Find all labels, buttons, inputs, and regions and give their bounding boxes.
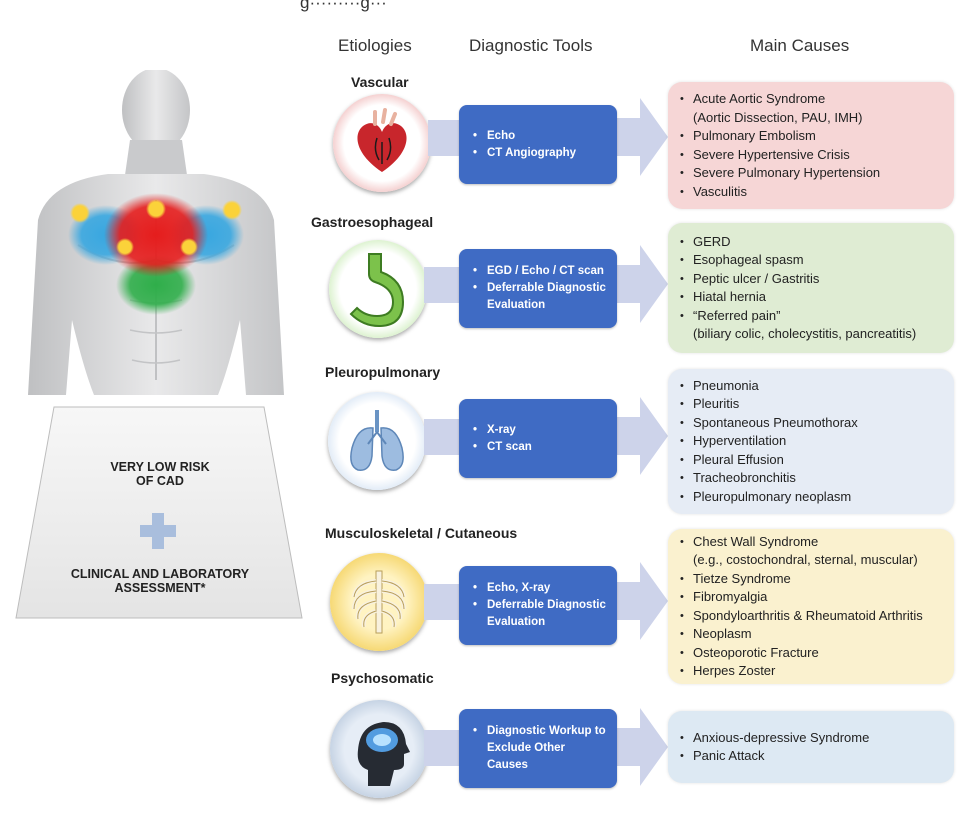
cause-item: Spontaneous Pneumothorax: [680, 414, 946, 433]
header-etiologies: Etiologies: [338, 36, 412, 55]
cause-item: Acute Aortic Syndrome: [680, 90, 946, 109]
tool-item: Diagnostic Workup to Exclude Other Cause…: [473, 723, 607, 774]
arrow-psycho-1: [424, 730, 464, 766]
head-brain-icon: [330, 700, 428, 798]
arrow-musculo-1: [424, 584, 464, 620]
causes-list: Chest Wall Syndrome(e.g., costochondral,…: [680, 533, 946, 681]
cause-item: Spondyloarthritis & Rheumatoid Arthritis: [680, 607, 946, 626]
risk-line-2: OF CAD: [136, 474, 184, 488]
arrow-musculo-2: [610, 562, 668, 640]
assessment-line-1: CLINICAL AND LABORATORY: [70, 567, 250, 581]
cause-item: Pulmonary Embolism: [680, 127, 946, 146]
header-main-causes: Main Causes: [750, 36, 850, 55]
tool-item: CT Angiography: [473, 145, 607, 162]
causes-list: Anxious-depressive SyndromePanic Attack: [680, 729, 946, 766]
cause-item: Herpes Zoster: [680, 662, 946, 681]
tool-item: Echo, X-ray: [473, 580, 607, 597]
cause-item: Osteoporotic Fracture: [680, 644, 946, 663]
section-musculo-title: Musculoskeletal / Cutaneous: [325, 525, 518, 541]
causes-musculo: Chest Wall Syndrome(e.g., costochondral,…: [668, 529, 954, 684]
causes-list: Acute Aortic Syndrome(Aortic Dissection,…: [680, 90, 946, 201]
cause-item: GERD: [680, 233, 946, 252]
tool-item: X-ray: [473, 422, 607, 439]
cause-detail: (e.g., costochondral, sternal, muscular): [693, 552, 918, 567]
arrow-psycho-2: [610, 708, 668, 786]
tool-item: CT scan: [473, 439, 607, 456]
cause-item: Panic Attack: [680, 747, 946, 766]
header-diagnostic-tools: Diagnostic Tools: [469, 36, 593, 55]
stomach-icon: [329, 240, 427, 338]
cause-item: Neoplasm: [680, 625, 946, 644]
cause-item: Peptic ulcer / Gastritis: [680, 270, 946, 289]
arrow-pleuro-1: [424, 419, 464, 455]
cause-item: “Referred pain”: [680, 307, 946, 326]
causes-gastro: GERDEsophageal spasmPeptic ulcer / Gastr…: [668, 223, 954, 353]
tool-item: Deferrable Diagnostic Evaluation: [473, 280, 607, 314]
cause-item: Esophageal spasm: [680, 251, 946, 270]
cause-item: Tietze Syndrome: [680, 570, 946, 589]
tool-item: Deferrable Diagnostic Evaluation: [473, 597, 607, 631]
tools-vascular: Echo CT Angiography: [459, 105, 617, 184]
cause-detail: (biliary colic, cholecystitis, pancreati…: [693, 326, 917, 341]
tools-pleuro: X-ray CT scan: [459, 399, 617, 478]
causes-list: PneumoniaPleuritisSpontaneous Pneumothor…: [680, 377, 946, 507]
tools-musculo: Echo, X-ray Deferrable Diagnostic Evalua…: [459, 566, 617, 645]
cause-item: Anxious-depressive Syndrome: [680, 729, 946, 748]
section-vascular-title: Vascular: [351, 74, 409, 90]
cause-item: Pleuropulmonary neoplasm: [680, 488, 946, 507]
torso-figure: [18, 68, 298, 400]
assessment-line-2: ASSESSMENT*: [114, 581, 206, 595]
cause-item: Tracheobronchitis: [680, 469, 946, 488]
tools-gastro: EGD / Echo / CT scan Deferrable Diagnost…: [459, 249, 617, 328]
risk-label: VERY LOW RISK OF CAD: [60, 460, 260, 488]
cause-item: Fibromyalgia: [680, 588, 946, 607]
arrow-pleuro-2: [610, 397, 668, 475]
cause-item: Hiatal hernia: [680, 288, 946, 307]
assessment-label: CLINICAL AND LABORATORY ASSESSMENT*: [40, 567, 280, 595]
risk-line-1: VERY LOW RISK: [110, 460, 210, 474]
tool-item: Echo: [473, 128, 607, 145]
section-gastro-title: Gastroesophageal: [311, 214, 434, 230]
arrow-gastro-2: [610, 245, 668, 323]
arrow-gastro-1: [424, 267, 464, 303]
plus-icon: [140, 513, 176, 549]
causes-pleuro: PneumoniaPleuritisSpontaneous Pneumothor…: [668, 369, 954, 514]
tool-item: EGD / Echo / CT scan: [473, 263, 607, 280]
cause-item: Severe Pulmonary Hypertension: [680, 164, 946, 183]
tools-psycho: Diagnostic Workup to Exclude Other Cause…: [459, 709, 617, 788]
ribcage-icon: [330, 553, 428, 651]
top-title: g·········g···: [300, 0, 387, 12]
cause-item: Pleuritis: [680, 395, 946, 414]
cause-item: Vasculitis: [680, 183, 946, 202]
cause-item: Severe Hypertensive Crisis: [680, 146, 946, 165]
causes-vascular: Acute Aortic Syndrome(Aortic Dissection,…: [668, 82, 954, 209]
section-psycho-title: Psychosomatic: [331, 670, 434, 686]
lungs-icon: [328, 392, 426, 490]
arrow-vascular-2: [610, 98, 668, 176]
cause-item: Pneumonia: [680, 377, 946, 396]
section-pleuro-title: Pleuropulmonary: [325, 364, 441, 380]
cause-item: Hyperventilation: [680, 432, 946, 451]
cause-detail: (Aortic Dissection, PAU, IMH): [693, 109, 863, 125]
arrow-vascular-1: [428, 120, 464, 156]
causes-psycho: Anxious-depressive SyndromePanic Attack: [668, 711, 954, 783]
causes-list: GERDEsophageal spasmPeptic ulcer / Gastr…: [680, 233, 946, 344]
risk-panel: [14, 405, 304, 620]
heart-icon: [333, 94, 431, 192]
cause-item: Chest Wall Syndrome: [680, 533, 946, 552]
cause-item: Pleural Effusion: [680, 451, 946, 470]
